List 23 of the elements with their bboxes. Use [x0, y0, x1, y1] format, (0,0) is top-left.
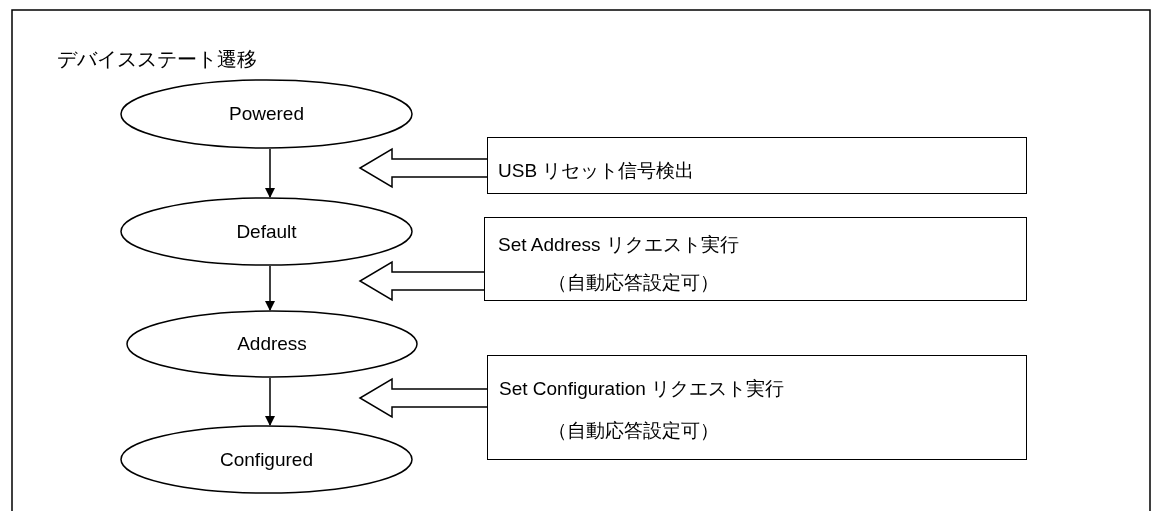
arrow: [265, 377, 275, 426]
event-label: USB リセット信号検出: [498, 159, 695, 183]
event-box: [484, 217, 1027, 301]
note-text: （自動応答設定可）: [548, 419, 719, 443]
block-arrow: [358, 377, 488, 419]
event-label: Set Address リクエスト実行: [498, 233, 739, 257]
state-label: Default: [236, 220, 297, 243]
arrow: [265, 265, 275, 311]
state-ellipse: [120, 79, 413, 149]
event-box: [487, 355, 1027, 460]
state-ellipse: [120, 425, 413, 494]
state-label: Powered: [229, 103, 304, 125]
diagram-title: デバイスステート遷移: [57, 47, 257, 72]
state-ellipse: [126, 310, 418, 378]
block-arrow: [358, 260, 485, 302]
block-arrow: [358, 147, 488, 189]
state-label: Configured: [220, 448, 313, 471]
state-ellipse: [120, 197, 413, 266]
arrow: [265, 148, 275, 198]
note-text: （自動応答設定可）: [548, 271, 719, 295]
state-label: Address: [237, 333, 307, 355]
event-box: [487, 137, 1027, 194]
event-label: Set Configuration リクエスト実行: [499, 377, 785, 401]
